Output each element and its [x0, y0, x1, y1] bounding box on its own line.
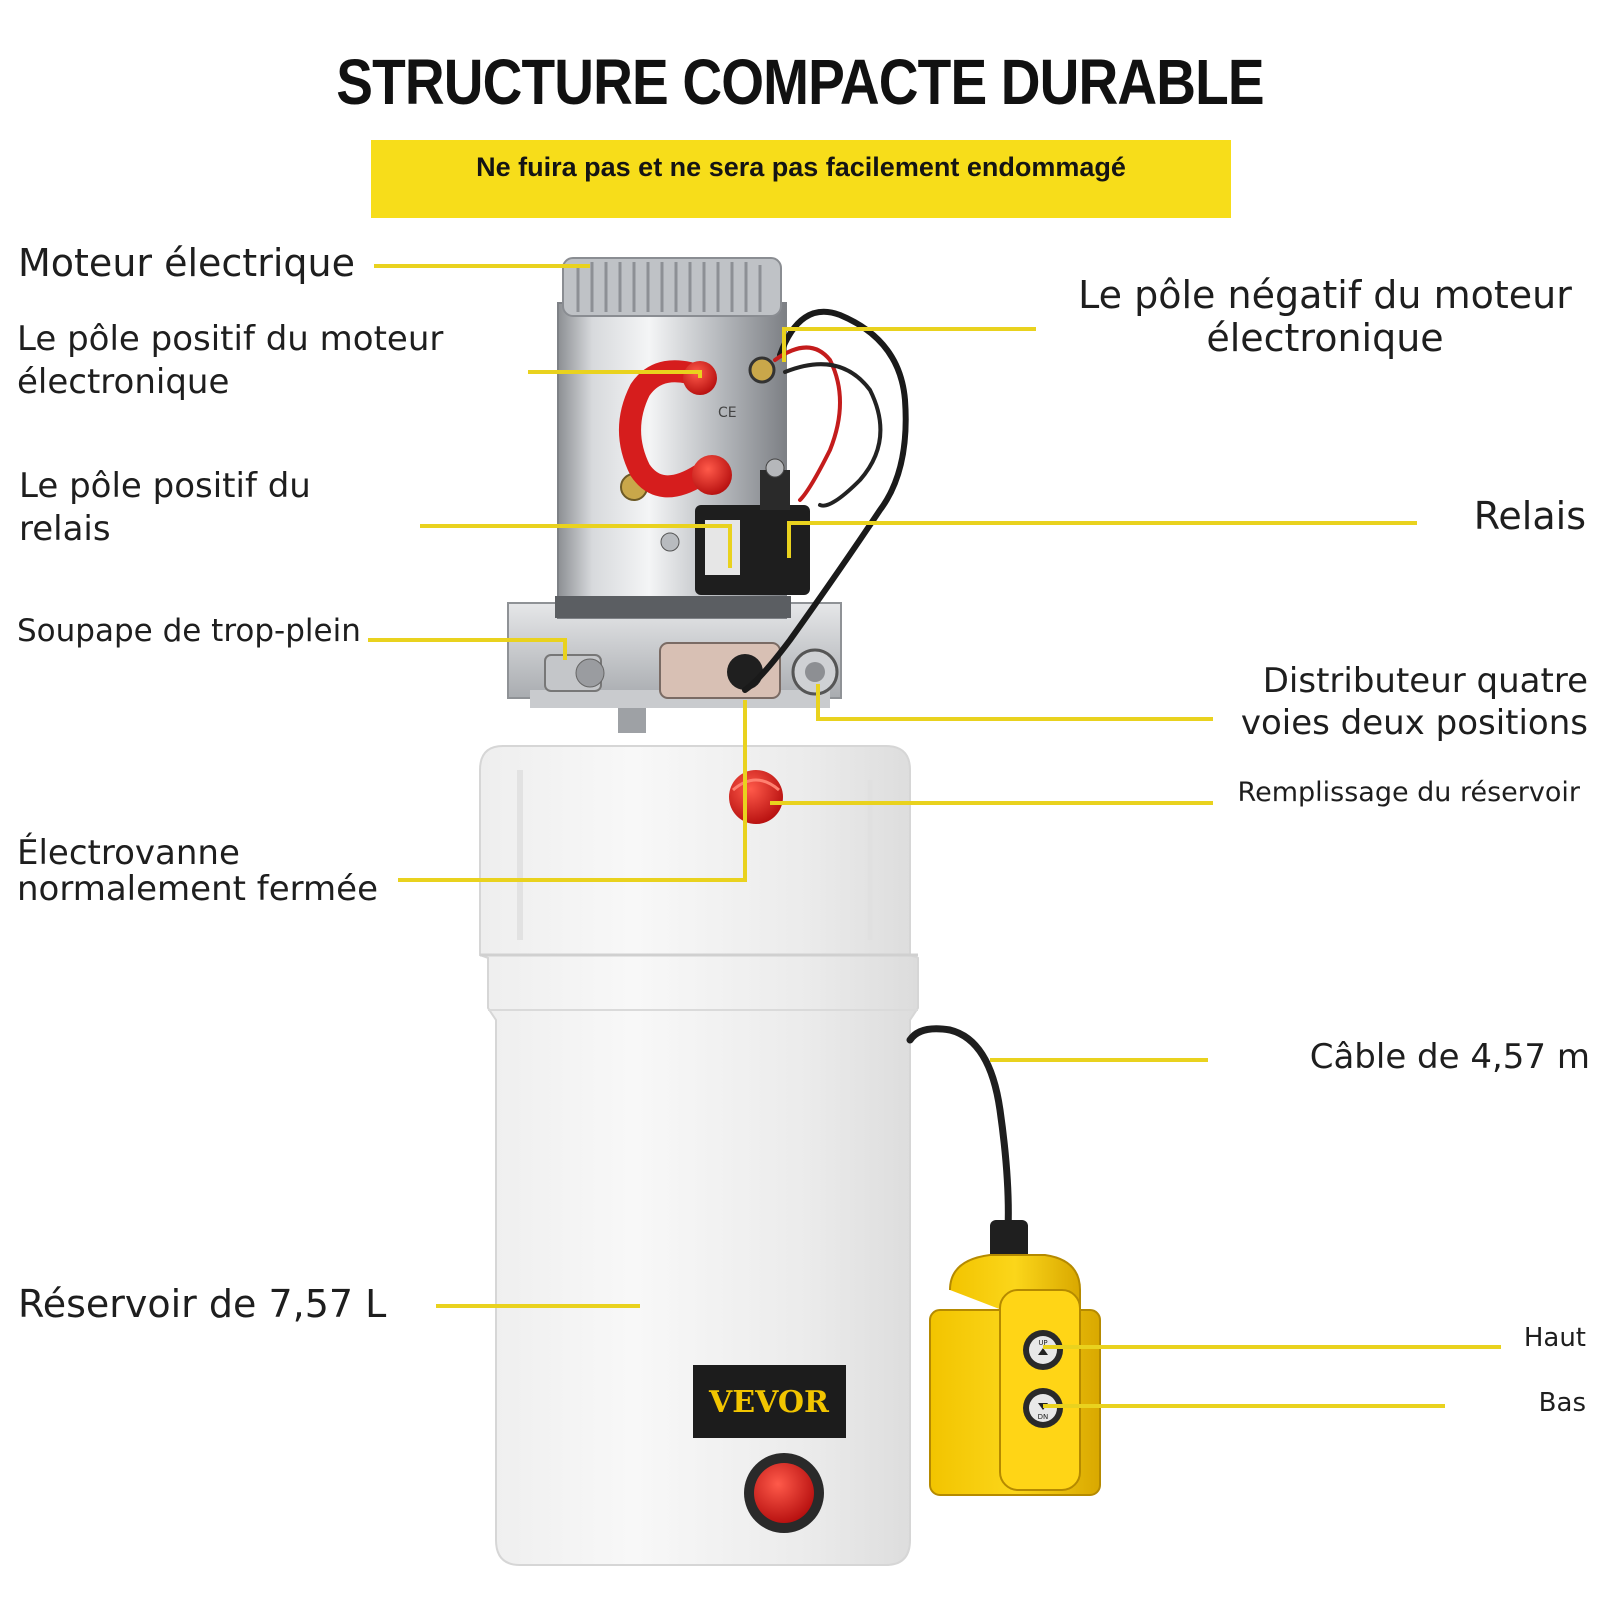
pendant-cable — [906, 1025, 1012, 1234]
leader-relay — [787, 521, 1417, 558]
label-relay: Relais — [1474, 493, 1586, 541]
label-motor-positive-line1: Le pôle positif du moteur — [17, 319, 444, 359]
banner-text: Ne fuira pas et ne sera pas facilement e… — [476, 152, 1126, 182]
label-motor-negative-line2: électronique — [1206, 315, 1444, 360]
label-tank-filling: Remplissage du réservoir — [1238, 776, 1580, 810]
up-button-label: UP — [1038, 1339, 1047, 1347]
label-down-text: Bas — [1538, 1388, 1586, 1418]
label-motor-negative-pole: Le pôle négatif du moteur électronique — [1050, 274, 1600, 359]
leader-solenoid-valve — [398, 700, 747, 882]
label-overflow-valve-text: Soupape de trop-plein — [17, 613, 361, 649]
label-relay-positive-line2: relais — [19, 508, 111, 549]
reservoir-tank: VEVOR — [479, 745, 919, 1566]
label-up: Haut — [1524, 1322, 1586, 1355]
power-wires — [742, 308, 909, 693]
label-directional-line1: Distributeur quatre — [1262, 661, 1588, 701]
label-electric-motor: Moteur électrique — [18, 240, 355, 288]
label-reservoir: Réservoir de 7,57 L — [18, 1281, 386, 1329]
leader-overflow-valve — [368, 638, 567, 660]
up-arrow-icon — [1038, 1348, 1048, 1355]
label-motor-positive-line2: électronique — [17, 361, 230, 402]
leader-motor-negative — [782, 327, 1036, 362]
leader-directional-valve — [816, 684, 1213, 721]
label-tank-filling-text: Remplissage du réservoir — [1237, 777, 1580, 808]
ce-marking: CE — [718, 405, 737, 421]
label-solenoid-valve: Électrovanne normalement fermée — [17, 833, 379, 909]
label-motor-negative-line1: Le pôle négatif du moteur — [1078, 273, 1572, 317]
label-up-text: Haut — [1523, 1323, 1586, 1353]
label-motor-positive-pole: Le pôle positif du moteur électronique — [17, 318, 443, 403]
leader-motor-positive — [528, 370, 702, 378]
label-down: Bas — [1539, 1387, 1586, 1420]
label-directional-valve: Distributeur quatre voies deux positions — [1241, 660, 1588, 744]
leader-relay-positive — [420, 524, 732, 568]
label-relay-positive-line1: Le pôle positif du — [19, 466, 311, 506]
pendant-controller: UP DN — [929, 1220, 1101, 1496]
label-solenoid-line1: Électrovanne — [17, 833, 240, 873]
label-relay-text: Relais — [1473, 494, 1586, 538]
label-cable: Câble de 4,57 m — [1310, 1036, 1590, 1079]
electric-motor: CE — [555, 257, 791, 619]
label-reservoir-text: Réservoir de 7,57 L — [18, 1282, 387, 1326]
valve-block — [507, 602, 842, 733]
label-solenoid-line2: normalement fermée — [17, 868, 379, 909]
up-button[interactable]: UP — [1023, 1330, 1063, 1370]
label-overflow-valve: Soupape de trop-plein — [17, 612, 361, 651]
leader-lines — [368, 264, 1501, 1408]
banner-background — [371, 140, 1231, 218]
motor-negative-terminal — [748, 356, 776, 384]
down-button-label: DN — [1038, 1413, 1049, 1421]
label-electric-motor-text: Moteur électrique — [18, 241, 355, 285]
filler-cap — [729, 770, 783, 824]
label-cable-text: Câble de 4,57 m — [1309, 1037, 1590, 1077]
subtitle-banner: Ne fuira pas et ne sera pas facilement e… — [371, 140, 1231, 218]
vevor-logo — [693, 1365, 846, 1438]
vevor-logo-text: VEVOR — [708, 1385, 830, 1420]
label-directional-line2: voies deux positions — [1240, 703, 1588, 744]
label-relay-positive-pole: Le pôle positif du relais — [19, 465, 311, 550]
page-title: STRUCTURE COMPACTE DURABLE — [336, 46, 1264, 118]
